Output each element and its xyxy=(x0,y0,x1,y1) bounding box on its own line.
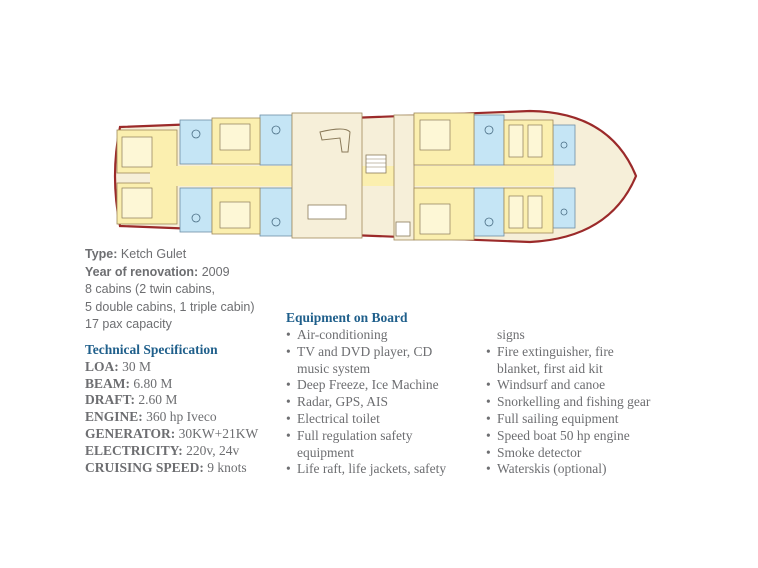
bath-7 xyxy=(552,124,576,166)
tech-label: ENGINE: xyxy=(85,409,143,425)
tech-value: 9 knots xyxy=(207,459,247,475)
equipment-item: Life raft, life jackets, safety xyxy=(286,461,486,478)
equipment-item: Speed boat 50 hp engine xyxy=(486,428,686,445)
tech-row: ELECTRICITY: 220v, 24v xyxy=(85,443,258,460)
deck-plan xyxy=(113,109,638,244)
equipment-item: blanket, first aid kit xyxy=(497,360,603,376)
bath-8 xyxy=(552,187,576,229)
tech-row: GENERATOR: 30KW+21KW xyxy=(85,426,258,443)
bath-4 xyxy=(259,187,293,237)
equipment-item: Smoke detector xyxy=(486,445,686,462)
renovation-label: Year of renovation: xyxy=(85,264,199,279)
equipment-item: Full sailing equipment xyxy=(486,411,686,428)
tech-label: LOA: xyxy=(85,358,119,374)
bath-6 xyxy=(473,187,505,237)
tech-label: CRUISING SPEED: xyxy=(85,459,204,475)
equipment-item: equipment xyxy=(297,444,354,460)
equipment-item: Windsurf and canoe xyxy=(486,377,686,394)
renovation-value: 2009 xyxy=(201,264,230,279)
tech-row: CRUISING SPEED: 9 knots xyxy=(85,460,258,477)
cabins-line-2: 5 double cabins, 1 triple cabin) xyxy=(85,299,255,314)
stairs xyxy=(365,154,387,174)
renovation-line: Year of renovation: 2009 xyxy=(85,264,255,282)
tech-value: 30 M xyxy=(122,358,152,374)
bath-2 xyxy=(179,187,213,233)
tech-label: DRAFT: xyxy=(85,392,135,408)
type-value: Ketch Gulet xyxy=(120,247,187,261)
equipment-item: Snorkelling and fishing gear xyxy=(486,394,686,411)
equipment-item: Fire extinguisher, fire xyxy=(486,344,686,361)
equipment-item: music system xyxy=(297,360,371,376)
equipment-item: TV and DVD player, CD xyxy=(286,344,486,361)
equipment-item: Full regulation safety xyxy=(286,428,486,445)
tech-value: 360 hp Iveco xyxy=(146,409,217,425)
capacity-line: 17 pax capacity xyxy=(85,317,172,331)
tech-label: GENERATOR: xyxy=(85,425,176,441)
vessel-info: Type: Ketch Gulet Year of renovation: 20… xyxy=(85,246,255,334)
equipment-heading: Equipment on Board xyxy=(286,310,408,325)
tech-value: 2.60 M xyxy=(138,392,178,408)
tech-label: ELECTRICITY: xyxy=(85,442,183,458)
type-line: Type: Ketch Gulet xyxy=(85,246,255,264)
salon-sofa xyxy=(319,128,351,153)
bath-5 xyxy=(473,114,505,166)
equipment-item: Electrical toilet xyxy=(286,411,486,428)
equipment-item: Waterskis (optional) xyxy=(486,461,686,478)
tech-row: ENGINE: 360 hp Iveco xyxy=(85,409,258,426)
tech-row: LOA: 30 M xyxy=(85,359,258,376)
salon-table xyxy=(307,204,347,220)
galley xyxy=(393,114,415,241)
equipment-column-1: Air-conditioningTV and DVD player, CDmus… xyxy=(286,327,486,478)
tech-row: BEAM: 6.80 M xyxy=(85,376,258,393)
bath-3 xyxy=(259,114,293,166)
fwd-corridor xyxy=(464,166,554,186)
equipment-item: Air-conditioning xyxy=(286,327,486,344)
type-label: Type: xyxy=(85,247,118,261)
tech-value: 6.80 M xyxy=(133,375,173,391)
equipment-item: Radar, GPS, AIS xyxy=(286,394,486,411)
tech-row: DRAFT: 2.60 M xyxy=(85,392,258,409)
tech-value: 30KW+21KW xyxy=(178,425,259,441)
cabins-line-1: 8 cabins (2 twin cabins, xyxy=(85,282,215,296)
equipment-item: Deep Freeze, Ice Machine xyxy=(286,377,486,394)
tech-label: BEAM: xyxy=(85,375,130,391)
bath-1 xyxy=(179,119,213,165)
tech-value: 220v, 24v xyxy=(186,442,240,458)
tech-heading: Technical Specification xyxy=(85,342,218,357)
stove xyxy=(395,221,411,237)
equipment-item: signs xyxy=(497,327,525,342)
